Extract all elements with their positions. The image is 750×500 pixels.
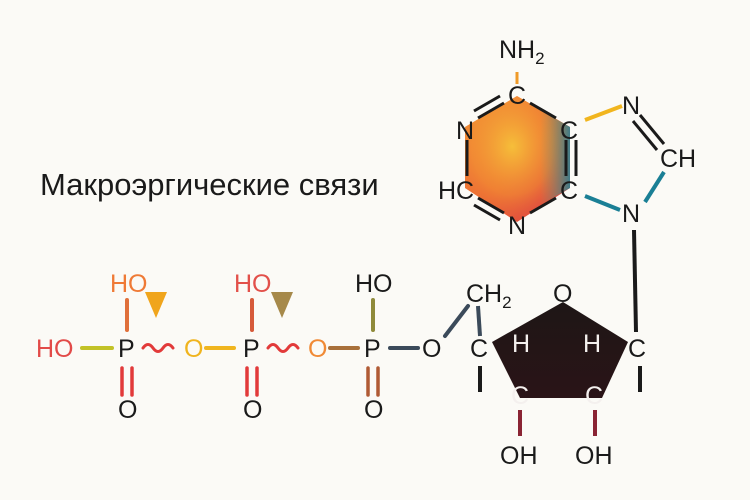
phosphate-bonds — [80, 298, 470, 397]
ribose-c2-carbon: C — [585, 382, 603, 410]
phosphate-1-hydroxyl-left: HO — [36, 335, 74, 363]
ribose-atoms: CH2 O C C H H C C OH OH — [466, 280, 646, 470]
phosphate-1-phosphorus: P — [118, 335, 135, 363]
adenine-n1-nitrogen: N — [456, 117, 474, 145]
adenine-c5-carbon: C — [560, 117, 578, 145]
phosphate-2-phosphorus: P — [243, 335, 260, 363]
high-energy-bonds-caption: Макроэргические связи — [40, 167, 379, 202]
phosphate-3-hydroxyl-top: HO — [355, 270, 393, 298]
ribose-ring-oxygen: O — [553, 280, 572, 308]
phosphate-3: HO P O — [355, 270, 393, 424]
ribose-hydrogen-right: H — [583, 330, 601, 358]
adenine-c6-carbon: C — [508, 82, 526, 110]
ribose-hydroxyl-right: OH — [575, 442, 613, 470]
arrow-to-phosphate-1 — [145, 208, 167, 318]
adenine-n7-nitrogen: N — [622, 92, 640, 120]
bridge-oxygen-3: O — [422, 335, 441, 363]
bridge-oxygen-2: O — [308, 335, 327, 363]
ribose-hydrogen-left: H — [512, 330, 530, 358]
ribose-hydroxyl-left: OH — [500, 442, 538, 470]
ribose-c1-carbon: C — [628, 335, 646, 363]
adenine-base — [465, 72, 666, 333]
phosphate-1-oxygen-bottom: O — [118, 396, 137, 424]
phosphate-2: HO P O — [234, 270, 272, 424]
ribose-ring — [476, 302, 642, 436]
adenine-c4-carbon: C — [560, 177, 578, 205]
phosphate-3-oxygen-bottom: O — [364, 396, 383, 424]
ribose-ch2: CH2 — [466, 280, 512, 312]
phosphate-1: HO HO P O — [36, 270, 148, 424]
adenine-amino-group: NH2 — [499, 36, 545, 68]
adenine-atoms: NH2 C N C N CH HC C N N — [438, 36, 696, 240]
adenine-n3-nitrogen: N — [508, 212, 526, 240]
adenine-n9-nitrogen: N — [622, 200, 640, 228]
arrow-to-phosphate-2 — [271, 208, 293, 318]
phosphate-2-oxygen-bottom: O — [243, 396, 262, 424]
ribose-c3-carbon: C — [511, 382, 529, 410]
ribose-c4-carbon: C — [470, 335, 488, 363]
adenine-c2-hc: HC — [438, 177, 474, 205]
phosphate-2-hydroxyl-top: HO — [234, 270, 272, 298]
bridge-oxygen-1: O — [184, 335, 203, 363]
phosphate-3-phosphorus: P — [364, 335, 381, 363]
phosphate-1-hydroxyl-top: HO — [110, 270, 148, 298]
adenine-c8-ch: CH — [660, 145, 696, 173]
